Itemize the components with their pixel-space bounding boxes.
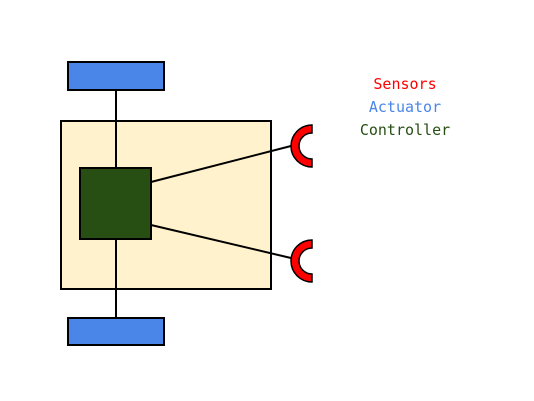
wire-to-bottom-sensor [150,224,292,259]
controller-block [79,167,152,240]
actuator-bottom [67,317,165,346]
legend-sensors-label: Sensors [373,75,437,93]
actuator-top [67,61,165,91]
wire-to-top-sensor [150,145,292,183]
legend-actuator-label: Actuator [368,98,442,116]
legend-controller-label: Controller [359,121,451,139]
sensor-bottom-icon [290,239,313,283]
sensor-top-icon [290,124,313,168]
